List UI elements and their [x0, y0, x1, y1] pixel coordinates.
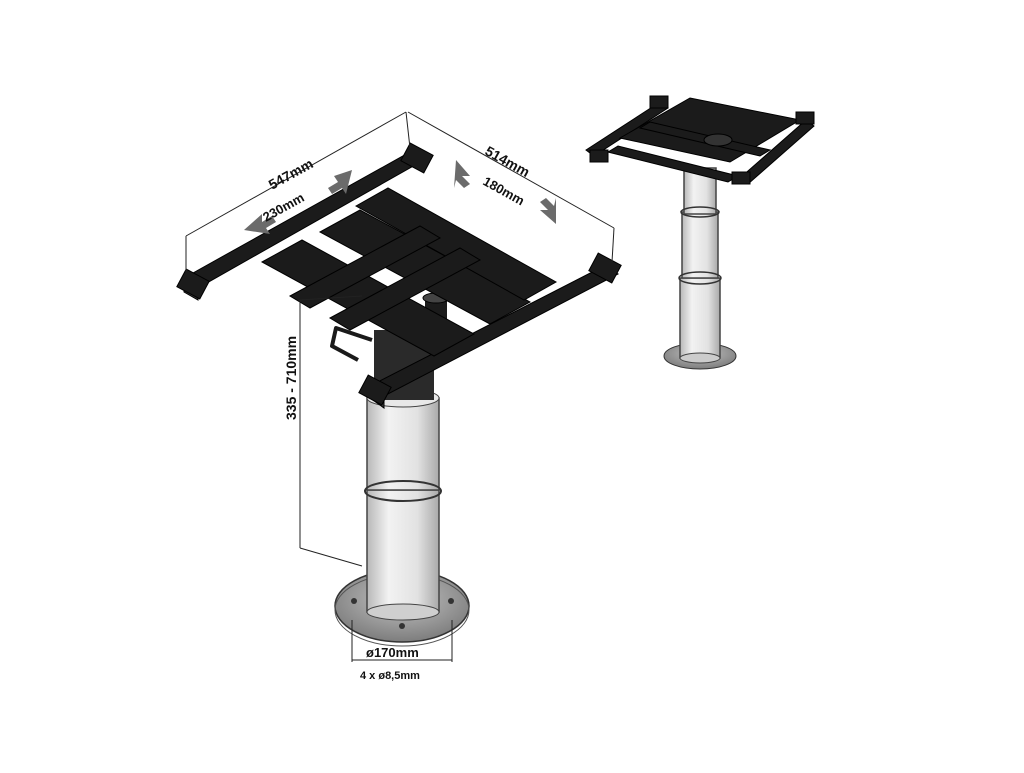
dim-height-range: 335 - 710mm [283, 336, 299, 420]
dim-frame-length: 547mm [266, 155, 316, 192]
secondary-pedestal [585, 95, 815, 370]
arrow-icon [540, 198, 556, 224]
mounting-hole [399, 623, 405, 629]
dim-mounting-holes: 4 x ø8,5mm [360, 670, 420, 682]
secondary-upper-tube [678, 167, 722, 285]
secondary-lower-tube [679, 277, 721, 364]
dim-base-diameter: ø170mm [366, 645, 419, 660]
arrow-icon [454, 160, 470, 188]
secondary-frame [585, 95, 815, 185]
dimension-lines [185, 111, 615, 662]
dim-slide-travel-b: 180mm [481, 174, 527, 209]
crank-handle [330, 326, 373, 362]
arrow-icon [244, 214, 276, 234]
upper-tube [364, 388, 442, 502]
lower-tube [366, 489, 440, 621]
swivel-frame [176, 142, 622, 409]
mounting-hole [448, 598, 454, 604]
mounting-hole [351, 598, 357, 604]
arrow-icon [328, 170, 352, 194]
travel-arrows [244, 160, 556, 234]
main-pedestal [176, 142, 622, 647]
